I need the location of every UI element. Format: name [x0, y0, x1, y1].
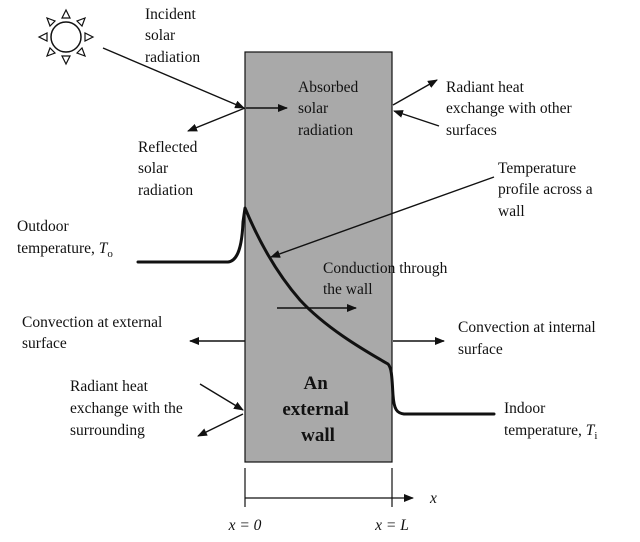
convection-external-label: Convection at external surface	[22, 314, 166, 352]
temperature-profile-curve	[136, 206, 496, 416]
indoor-temperature-label: Indoor temperature, Ti	[504, 400, 597, 442]
outdoor-temperature-label: Outdoor temperature, To	[17, 218, 113, 260]
conduction-label: Conduction through the wall	[323, 260, 451, 298]
radiant-exchange-other-label: Radiant heat exchange with other surface…	[446, 79, 576, 139]
radiant-exchange-out-arrow	[392, 79, 438, 106]
reflected-radiation-arrow	[187, 107, 246, 132]
x-L-label: x = L	[374, 517, 409, 534]
temp-profile-pointer-arrow	[270, 176, 495, 258]
temperature-profile-label: Temperature profile across a wall	[498, 160, 597, 220]
absorbed-radiation-label: Absorbed solar radiation	[298, 79, 362, 139]
sun-icon	[37, 8, 95, 66]
x-axis-label: x	[429, 490, 437, 507]
radiant-surrounding-out-arrow	[197, 413, 244, 437]
radiant-surrounding-in-arrow	[199, 383, 244, 411]
convection-internal-label: Convection at internal surface	[458, 319, 600, 358]
reflected-radiation-label: Reflected solar radiation	[138, 139, 201, 199]
x-axis	[244, 468, 414, 507]
radiant-surrounding-label: Radiant heat exchange with the surroundi…	[70, 378, 187, 439]
radiant-exchange-in-arrow	[393, 110, 440, 127]
incident-radiation-label: Incident solar radiation	[145, 6, 200, 66]
incident-radiation-arrow	[102, 47, 245, 109]
x-zero-label: x = 0	[228, 517, 262, 534]
wall-label: An external wall	[282, 373, 353, 446]
